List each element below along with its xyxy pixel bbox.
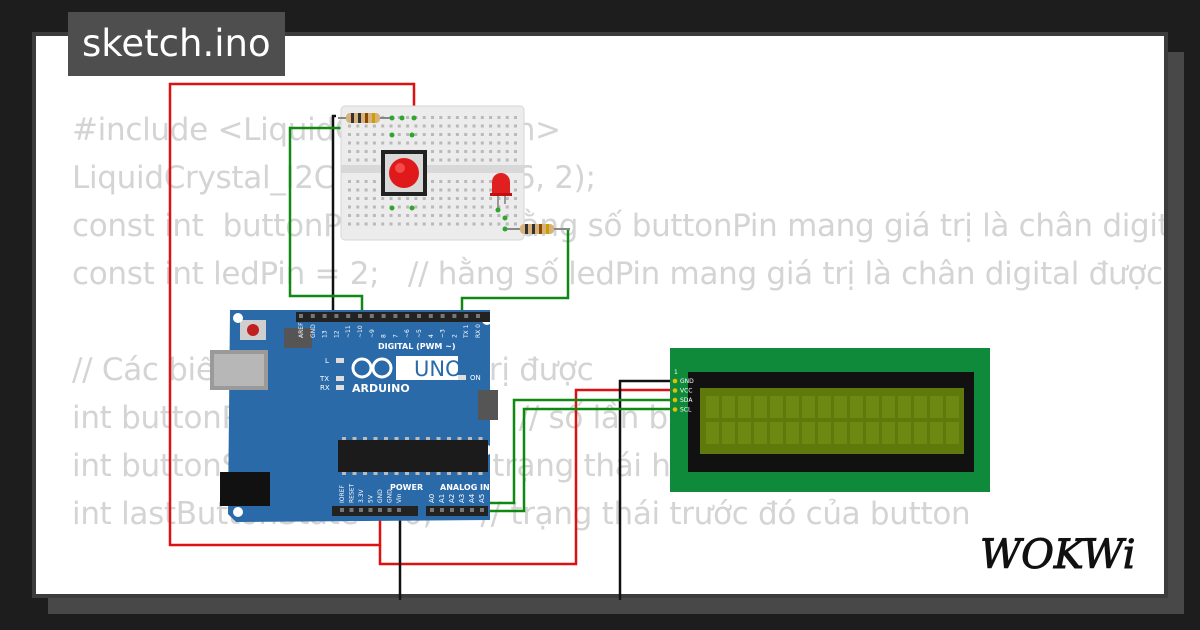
power-label: POWER	[390, 483, 423, 492]
wires	[168, 82, 672, 600]
power-pin-label: IOREF	[339, 485, 346, 503]
tx-label: TX	[319, 375, 329, 383]
power-pin-label: RESET	[349, 483, 356, 503]
sketch-title: sketch.ino	[68, 12, 285, 76]
power-header	[332, 506, 418, 516]
board-brand: ARDUINO	[352, 382, 410, 395]
push-button[interactable]	[381, 150, 427, 196]
digital-pin-label: ~3	[440, 329, 447, 338]
wire-black-gnd	[331, 114, 336, 318]
reset-button[interactable]	[247, 324, 259, 336]
digital-pin-label: ~9	[369, 329, 376, 338]
icsp-header	[284, 328, 498, 420]
on-label: ON	[470, 374, 481, 382]
arduino-logo-icon	[351, 357, 393, 379]
wokwi-wordmark: WOKWi	[980, 532, 1136, 578]
analog-pin-label: A4	[468, 493, 476, 503]
digital-pin-label: ~10	[357, 325, 364, 338]
atmega-chip	[338, 437, 488, 475]
power-pin-label: GND	[377, 489, 384, 503]
digital-label: DIGITAL (PWM ~)	[378, 342, 456, 351]
code-line: void setup() {	[72, 586, 1164, 594]
digital-pin-label: ~11	[345, 325, 352, 338]
digital-pin-label: AREF	[298, 322, 305, 338]
wire-green-sda	[490, 398, 672, 505]
analog-pin-label: A2	[448, 494, 456, 503]
lcd-pin-label: GND	[680, 378, 694, 385]
lcd-pin-one: 1	[674, 369, 678, 376]
analog-pin-label: A0	[428, 494, 436, 503]
digital-header	[296, 312, 490, 322]
digital-pin-label: ~5	[416, 329, 423, 338]
red-led	[490, 173, 512, 208]
resistor-bottom	[505, 224, 570, 234]
digital-pin-label: 12	[333, 330, 340, 338]
wire-red-lcd-vcc	[378, 388, 672, 566]
wire-green-button	[288, 126, 364, 318]
board-name: UNO	[414, 357, 462, 381]
breadboard[interactable]	[338, 105, 570, 241]
power-pin-label: 5V	[368, 494, 375, 503]
lcd-pin-label: VCC	[680, 388, 692, 395]
wire-green-scl	[490, 407, 672, 513]
lcd-pins: GND VCC SDA SCL	[672, 378, 694, 414]
lcd-pin-label: SCL	[680, 407, 692, 414]
code-line: const int ledPin = 2; // hằng số ledPin …	[72, 256, 1163, 292]
analog-label: ANALOG IN	[440, 483, 490, 492]
resistor-top	[338, 113, 392, 123]
digital-pin-label: ~6	[404, 329, 411, 338]
l-label: L	[325, 357, 329, 365]
wokwi-logo: WOKWi	[980, 532, 1137, 579]
digital-pin-label: TX 1	[463, 324, 470, 339]
analog-pin-label: A5	[478, 494, 486, 503]
power-pin-label: 3.3V	[358, 488, 365, 503]
power-pin-label: Vin	[396, 493, 403, 503]
digital-pin-label: 7	[392, 334, 399, 338]
power-pin-label: GND	[387, 489, 394, 503]
lcd-i2c-display[interactable]: 1 GND VCC SDA SCL	[670, 348, 990, 492]
analog-pin-label: A3	[458, 494, 466, 503]
digital-pin-label: 13	[322, 330, 329, 338]
digital-pin-label: GND	[310, 324, 317, 338]
lcd-pin-label: SDA	[680, 397, 693, 404]
analog-header	[426, 506, 488, 516]
digital-pin-label: 8	[381, 334, 388, 338]
rx-label: RX	[320, 384, 330, 392]
digital-pin-label: RX 0	[475, 324, 482, 338]
digital-pin-label: 4	[428, 334, 435, 338]
wire-red-breadboard-5v	[168, 82, 416, 547]
wire-green-led	[460, 229, 570, 318]
digital-pin-label: 2	[451, 334, 458, 338]
wire-black-lcd-gnd	[618, 379, 672, 600]
green-pin-dots	[389, 115, 508, 232]
analog-pin-label: A1	[438, 494, 446, 503]
